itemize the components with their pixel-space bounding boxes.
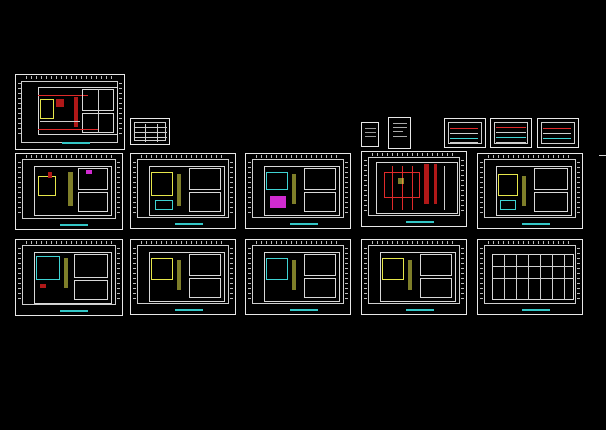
drawing-sheet-schedule-2[interactable]	[490, 118, 532, 148]
drawing-sheet-notes-1[interactable]	[361, 122, 379, 147]
drawing-sheet-floor-plan-9[interactable]	[245, 239, 351, 315]
drawing-sheet-floor-plan-7[interactable]	[15, 239, 123, 316]
drawing-sheet-floor-plan-8[interactable]	[130, 239, 236, 315]
crosshair-cursor-icon	[599, 155, 606, 156]
drawing-sheet-schedule-3[interactable]	[537, 118, 579, 148]
drawing-sheet-floor-plan-3[interactable]	[130, 153, 236, 229]
drawing-sheet-floor-plan-4[interactable]	[245, 153, 351, 229]
drawing-sheet-schedule-1[interactable]	[444, 118, 486, 148]
drawing-sheet-floor-plan-6[interactable]	[477, 153, 583, 229]
drawing-sheet-notes-2[interactable]	[388, 117, 411, 149]
drawing-sheet-floor-plan-10[interactable]	[361, 239, 467, 315]
drawing-sheet-elevation-1[interactable]	[477, 239, 583, 315]
drawing-sheet-floor-plan-5[interactable]	[361, 151, 467, 227]
drawing-sheet-floor-plan-2[interactable]	[15, 153, 123, 230]
drawing-sheet-floor-plan-1[interactable]	[15, 74, 125, 150]
drawing-sheet-legend-table[interactable]	[130, 118, 170, 145]
